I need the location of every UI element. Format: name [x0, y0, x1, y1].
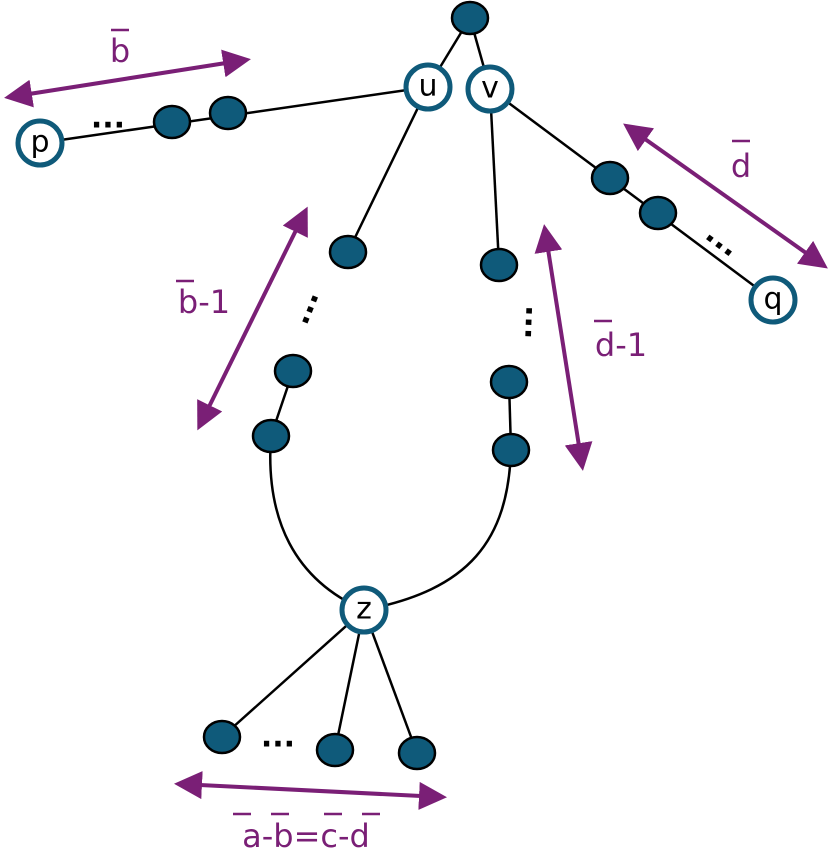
node-leaf-3: [397, 735, 437, 771]
edges: [39, 17, 774, 754]
edge-v-path-d: [489, 87, 774, 302]
ellipsis-left-chain: ...: [281, 285, 326, 330]
arrow-d: [623, 123, 828, 269]
edge-right-chain-to-z: [363, 449, 513, 612]
node-u: u: [403, 62, 453, 112]
arrow-b-minus-1: [197, 206, 308, 431]
edge-left-chain-to-z: [269, 435, 365, 612]
edge-u-left-chain: [346, 86, 430, 253]
annotations: b b-1 d d-1 a-b=c-d: [110, 28, 751, 852]
node-p: p: [15, 118, 65, 168]
node-path-b-2: [152, 104, 192, 140]
node-q: q: [748, 275, 798, 325]
ellipsis-path-b: ...: [91, 101, 125, 136]
ellipsis-leaves: ...: [261, 720, 295, 755]
node-z-label: z: [356, 592, 372, 627]
node-v: v: [465, 64, 515, 114]
ellipsis-right-chain: ...: [504, 304, 540, 339]
arrow-d-minus-1: [534, 224, 593, 471]
labeled-nodes: u v p q z: [15, 62, 798, 635]
node-left-chain-3: [251, 418, 291, 454]
node-left-chain-1: [328, 234, 368, 270]
node-right-chain-2: [489, 364, 529, 400]
node-left-chain-2: [273, 353, 313, 389]
edge-v-right-chain: [488, 88, 501, 266]
node-root: [450, 0, 490, 36]
node-path-b-1: [208, 95, 248, 131]
label-d-minus-1: d-1: [595, 326, 647, 364]
label-b: b: [110, 32, 130, 70]
node-leaf-1: [202, 719, 242, 755]
node-right-chain-1: [479, 247, 519, 283]
arrow-bottom: [174, 771, 447, 810]
edge-z-leaf-1: [221, 609, 365, 738]
label-d: d: [731, 147, 751, 185]
node-path-d-1: [590, 160, 630, 196]
unlabeled-nodes: [152, 0, 678, 771]
node-p-label: p: [30, 125, 49, 160]
label-bottom: a-b=c-d: [242, 817, 370, 852]
measure-arrows: [4, 49, 828, 810]
arrow-b: [4, 49, 251, 108]
node-path-d-2: [638, 195, 678, 231]
node-u-label: u: [418, 69, 437, 104]
edge-z-leaf-3: [362, 609, 419, 754]
node-right-chain-3: [491, 432, 531, 468]
node-v-label: v: [481, 71, 499, 106]
node-leaf-2: [315, 732, 355, 768]
ellipsis-path-d: ...: [699, 216, 747, 265]
label-b-minus-1: b-1: [178, 283, 230, 321]
node-q-label: q: [763, 282, 782, 317]
node-z: z: [339, 585, 389, 635]
